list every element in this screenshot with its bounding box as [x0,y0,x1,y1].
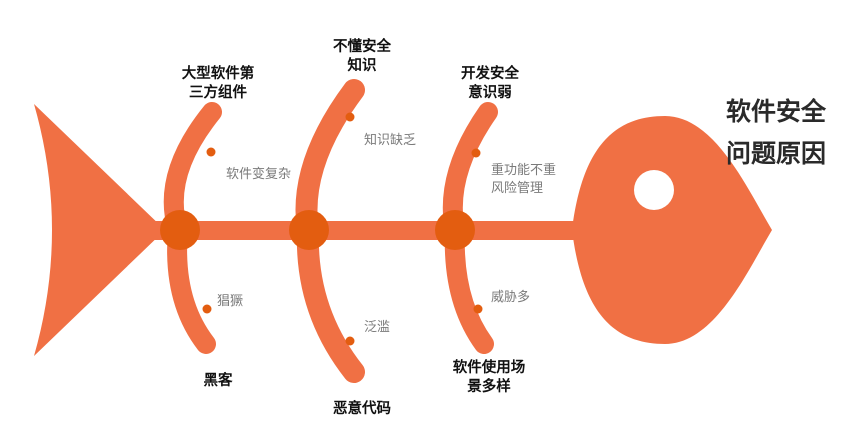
head-title: 软件安全 [726,97,827,126]
detail-label: 风险管理 [491,181,543,196]
cause-label: 三方组件 [189,83,247,101]
rib-2-top [295,79,365,241]
detail-label: 重功能不重 [491,162,556,178]
cause-label: 景多样 [467,377,511,395]
cause-label: 大型软件第 [182,64,255,82]
joint-3 [435,210,475,250]
joint-2 [289,210,329,250]
cause-label: 不懂安全 [333,37,391,55]
rib-dot [473,304,483,314]
cause-label: 黑客 [204,371,233,389]
detail-label: 泛滥 [364,320,390,335]
detail-label: 软件变复杂 [226,166,291,182]
rib-dot [345,336,355,346]
head-title: 问题原因 [726,139,826,168]
fish-eye [634,170,674,210]
fish-tail [34,104,165,356]
fish-head [572,116,772,344]
rib-dot [471,148,481,158]
cause-label: 意识弱 [468,83,512,101]
cause-label: 知识 [348,56,377,74]
fish-spine [140,221,580,240]
detail-label: 猖獗 [217,294,243,309]
detail-label: 知识缺乏 [364,132,416,148]
rib-dot [345,112,355,122]
cause-label: 开发安全 [461,64,519,82]
joint-1 [160,210,200,250]
rib-2-bottom [296,219,365,383]
detail-label: 威胁多 [491,289,530,305]
cause-label: 恶意代码 [333,399,391,417]
rib-dot [202,304,212,314]
rib-dot [206,147,216,157]
cause-label: 软件使用场 [453,358,526,376]
